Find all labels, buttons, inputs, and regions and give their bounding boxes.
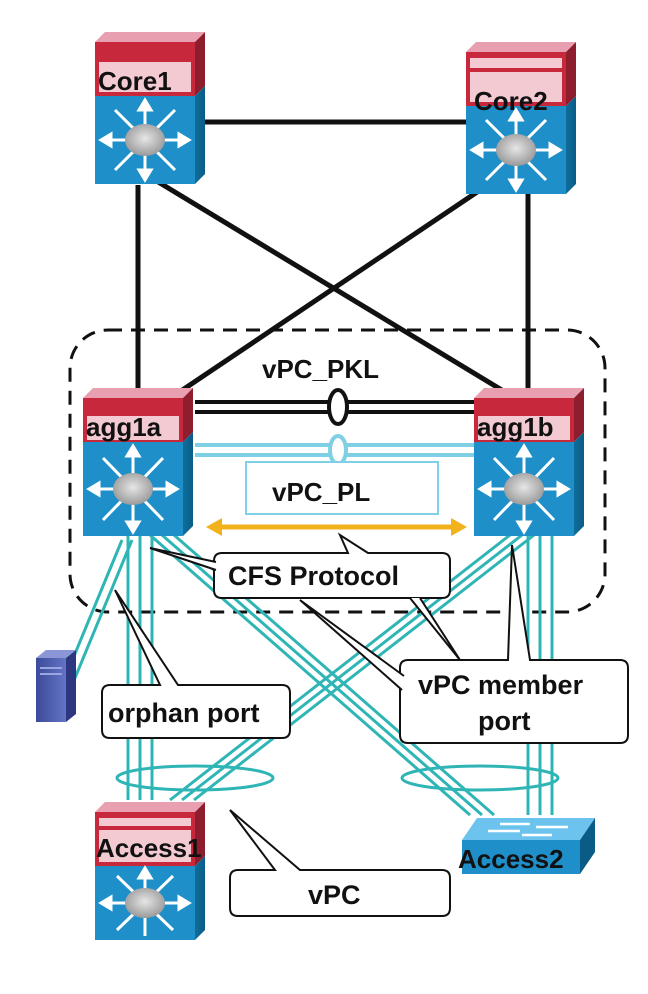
vpc-pkl-label: vPC_PKL bbox=[262, 354, 379, 384]
switch-arrows-icon bbox=[98, 865, 192, 936]
switch-access2[interactable] bbox=[462, 818, 595, 874]
vpc-member-port-label-line1: vPC member bbox=[418, 670, 584, 700]
callout-orphan-port bbox=[101, 589, 291, 739]
core2-label: Core2 bbox=[474, 86, 548, 116]
vpc-pkl-link bbox=[195, 388, 475, 426]
callout-vpc bbox=[229, 809, 451, 917]
cfs-protocol-label: CFS Protocol bbox=[228, 561, 399, 591]
orphan-port-label: orphan port bbox=[108, 698, 259, 728]
vpc-portchannel-access1 bbox=[115, 764, 275, 792]
core-links bbox=[135, 119, 531, 398]
l2-switch-arrows-icon bbox=[488, 822, 568, 837]
vpc-label: vPC bbox=[308, 880, 361, 910]
switch-agg1a[interactable] bbox=[83, 388, 193, 536]
callout-vpc-member-port bbox=[299, 544, 629, 744]
switch-core2[interactable] bbox=[466, 42, 576, 194]
switch-core1[interactable] bbox=[95, 32, 205, 184]
access1-label: Access1 bbox=[96, 833, 202, 863]
callout-cfs-protocol bbox=[149, 532, 461, 661]
switch-access1[interactable] bbox=[95, 802, 205, 940]
vpc-domain-boundary bbox=[68, 328, 607, 614]
server-icon[interactable] bbox=[36, 650, 76, 722]
agg1a-label: agg1a bbox=[86, 412, 162, 442]
vpc-portchannel-access2 bbox=[400, 764, 560, 792]
agg1b-label: agg1b bbox=[477, 412, 554, 442]
link-core2-agg1a bbox=[173, 177, 497, 398]
vpc-member-port-label-line2: port bbox=[478, 706, 530, 736]
vpc-pl-link bbox=[195, 434, 475, 515]
cfs-arrow bbox=[206, 518, 467, 536]
vpc-pl-label: vPC_PL bbox=[272, 477, 370, 507]
bottom-fade bbox=[0, 950, 648, 994]
switch-agg1b[interactable] bbox=[474, 388, 584, 536]
access2-label: Access2 bbox=[458, 844, 564, 874]
core1-label: Core1 bbox=[98, 66, 172, 96]
